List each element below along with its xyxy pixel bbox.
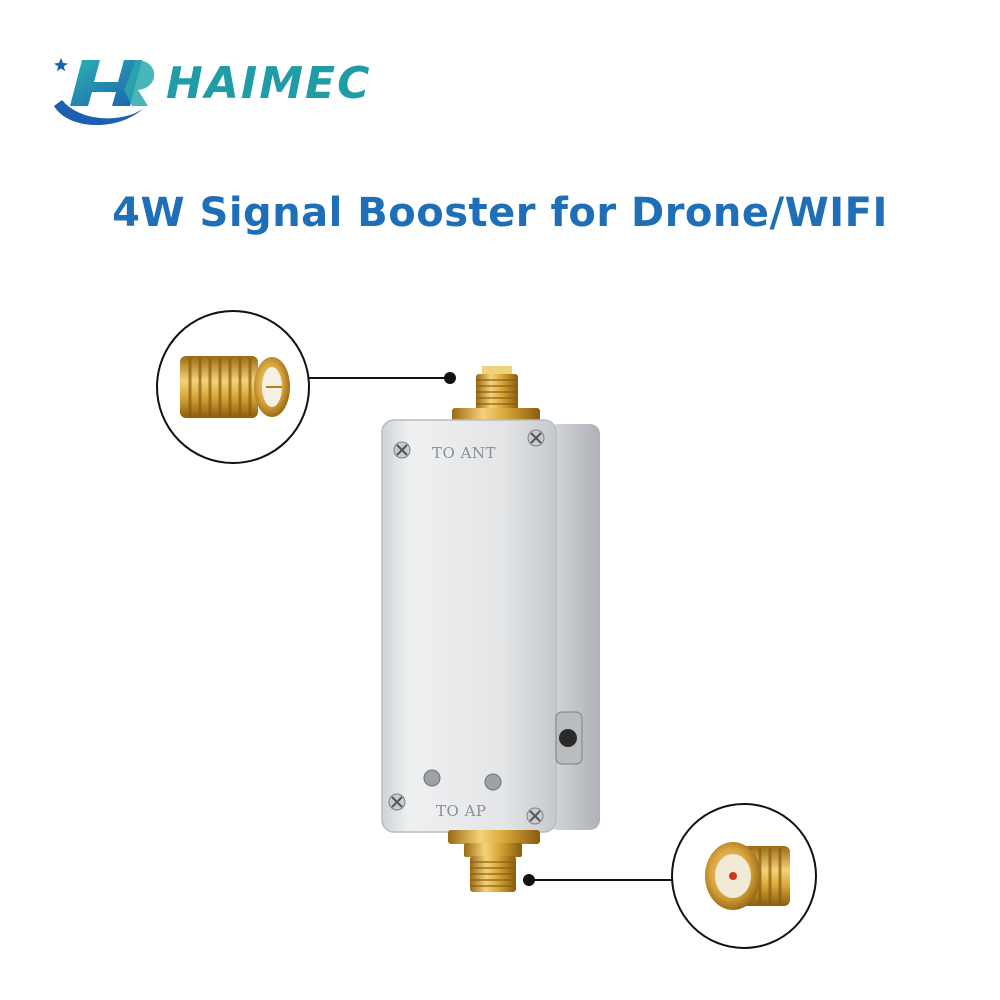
top-sma-connector: [452, 366, 540, 424]
screw: [388, 793, 406, 811]
screw: [393, 441, 411, 459]
bottom-port-label: TO AP: [436, 802, 487, 820]
sma-connector-icon: [705, 842, 790, 910]
brand-name: HAIMEC: [166, 58, 372, 109]
booster-housing: [381, 419, 600, 833]
bottom-sma-connector: [448, 830, 540, 892]
star-icon: [54, 58, 68, 72]
top-port-label: TO ANT: [432, 444, 497, 462]
sma-connector-icon: [180, 356, 290, 418]
screw: [526, 807, 544, 825]
top-connector-callout: [156, 310, 456, 464]
bottom-connector-callout: [523, 803, 817, 949]
product-headline: 4W Signal Booster for Drone/WIFI: [112, 190, 888, 236]
logo-mark-icon: [54, 58, 155, 126]
brand-logo: HAIMEC: [48, 48, 388, 133]
led-indicator: [423, 769, 441, 787]
power-jack: [559, 729, 577, 747]
screw: [527, 429, 545, 447]
led-indicator: [484, 773, 502, 791]
